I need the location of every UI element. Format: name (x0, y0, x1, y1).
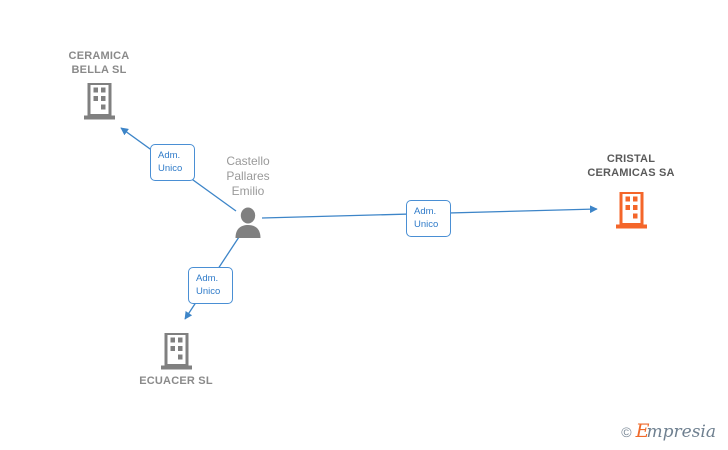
copyright-symbol: © (621, 424, 632, 440)
edge-label-to-cristal-ceramicas[interactable]: Adm. Unico (406, 200, 451, 237)
person-icon-castello-pallares-emilio[interactable] (234, 207, 262, 238)
edge-label-to-ceramica-bella[interactable]: Adm. Unico (150, 144, 195, 181)
building-icon-ceramica-bella[interactable] (84, 82, 115, 121)
edge-label-to-ecuacer[interactable]: Adm. Unico (188, 267, 233, 304)
node-title-castello-pallares-emilio: Castello Pallares Emilio (226, 154, 270, 198)
building-icon-ecuacer[interactable] (161, 332, 192, 371)
watermark-brand-rest: mpresia (646, 422, 717, 442)
watermark-empresia: © Empresia (621, 422, 716, 442)
building-icon-cristal-ceramicas[interactable] (616, 191, 647, 230)
watermark-brand-initial: E (635, 420, 650, 442)
